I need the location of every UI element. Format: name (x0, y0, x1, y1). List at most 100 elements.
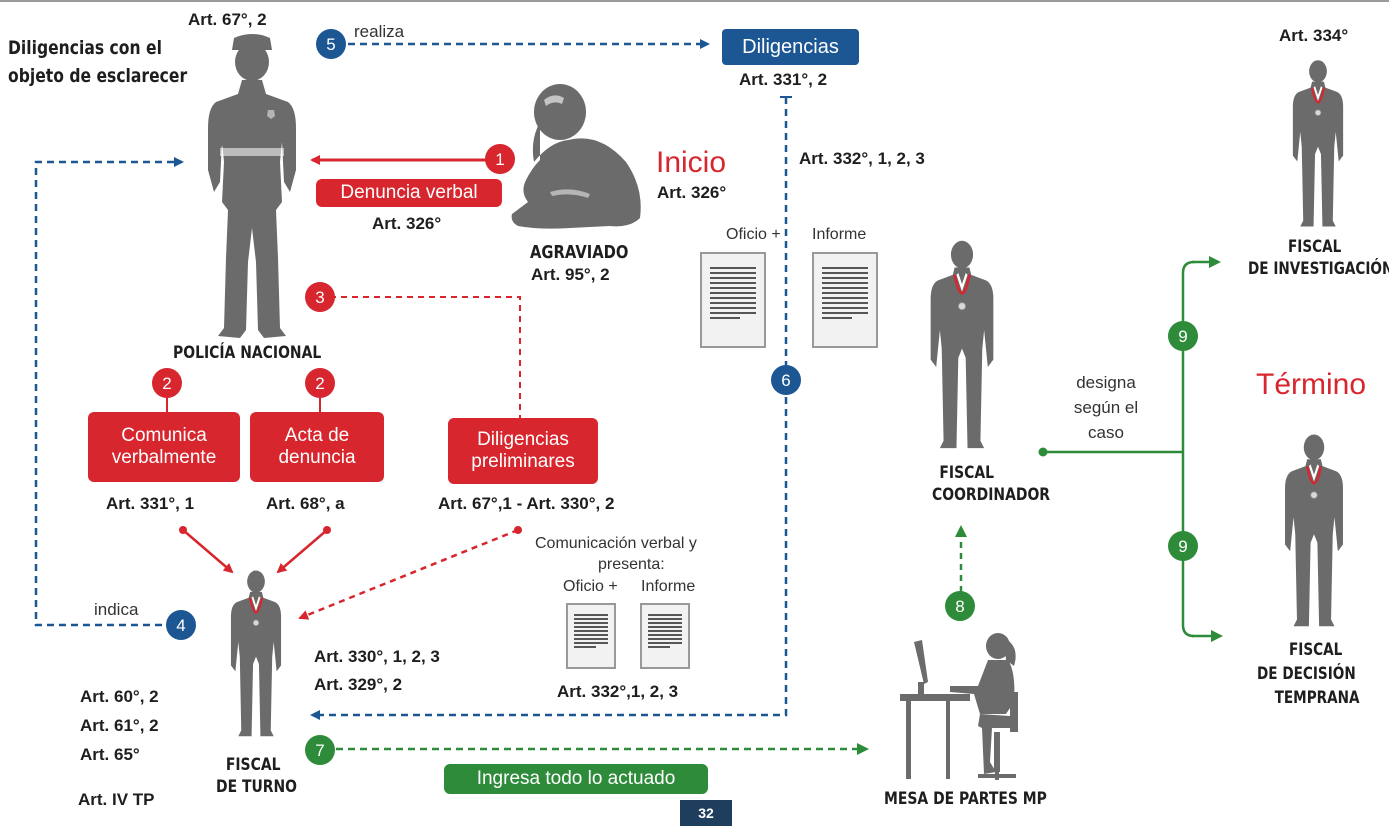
denuncia-art: Art. 326° (372, 214, 442, 233)
decision-line1: FISCAL (1289, 640, 1343, 660)
step-9-badge-b: 9 (1168, 531, 1198, 561)
agraviado-figure (511, 84, 641, 229)
step-2-badge-b: 2 (305, 368, 335, 398)
left-art-4: Art. IV TP (78, 790, 155, 809)
informe-small-document-icon (640, 603, 690, 669)
comunicacion-informe: Informe (641, 578, 696, 595)
arrow-step6 (310, 97, 788, 720)
step-3-badge: 3 (305, 282, 335, 312)
svg-text:2: 2 (315, 374, 324, 393)
art-332-top: Art. 332°, 1, 2, 3 (799, 149, 925, 168)
coordinador-label: FISCAL COORDINADOR (932, 462, 1051, 506)
agraviado-art: Art. 95°, 2 (531, 265, 610, 284)
svg-text:4: 4 (176, 616, 185, 635)
line-step9 (1181, 260, 1195, 638)
svg-text:2: 2 (162, 374, 171, 393)
investigacion-line2: DE INVESTIGACIÓN (1248, 259, 1389, 279)
oficio-document-icon (700, 252, 766, 348)
preliminares-art: Art. 67°,1 - Art. 330°, 2 (438, 494, 615, 513)
acta-art: Art. 68°, a (266, 494, 345, 513)
ingresa-box: Ingresa todo lo actuado (444, 764, 708, 794)
arrow-acta (276, 529, 328, 574)
comunica-art: Art. 331°, 1 (106, 494, 195, 513)
preliminares-line2: preliminares (471, 451, 575, 472)
svg-text:8: 8 (955, 597, 964, 616)
designa-label: designa según el caso (1056, 370, 1156, 445)
fiscal-investigacion-figure (1292, 60, 1344, 227)
police-art-top: Art. 67°, 2 (188, 10, 267, 29)
agraviado-label: AGRAVIADO (530, 242, 629, 263)
diligencias-box: Diligencias (722, 29, 859, 65)
step-6-badge: 6 (771, 365, 801, 395)
diligencias-art: Art. 331°, 2 (739, 70, 828, 89)
heading: Diligencias con el objeto de esclarecer (8, 34, 187, 90)
denuncia-verbal-box: Denuncia verbal (316, 179, 502, 207)
investigacion-line1: FISCAL (1288, 237, 1342, 257)
mesa-partes-figure (900, 633, 1018, 780)
informe-top-label: Informe (812, 226, 867, 243)
comunica-line1: Comunica (121, 425, 207, 446)
informe-document-icon (812, 252, 878, 348)
designa-line3: caso (1088, 423, 1124, 442)
coordinador-line1: FISCAL (939, 463, 995, 483)
decision-label: FISCAL DE DECISIÓN TEMPRANA (1257, 638, 1369, 710)
step-2-badge-a: 2 (152, 368, 182, 398)
step-7-badge: 7 (305, 735, 335, 765)
investigacion-art: Art. 334° (1279, 26, 1349, 45)
acta-line1: Acta de (284, 425, 350, 446)
termino-title: Término (1256, 368, 1367, 401)
oficio-top-label: Oficio + (726, 226, 781, 243)
fiscal-turno-label: FISCAL DE TURNO (216, 754, 298, 798)
svg-text:9: 9 (1178, 537, 1187, 556)
step-9-badge-a: 9 (1168, 321, 1198, 351)
coordinador-line2: COORDINADOR (932, 485, 1051, 505)
fiscal-turno-line2: DE TURNO (216, 777, 298, 797)
indica-label: indica (94, 600, 139, 619)
svg-text:3: 3 (315, 288, 324, 307)
oficio-small-document-icon (566, 603, 616, 669)
arrow-comunica (182, 529, 234, 574)
police-label: POLICÍA NACIONAL (173, 343, 322, 363)
decision-line3: TEMPRANA (1274, 688, 1360, 708)
line-step3 (330, 296, 521, 418)
svg-text:1: 1 (495, 150, 504, 169)
fiscal-turno-line1: FISCAL (225, 755, 281, 775)
fiscal-coordinador-figure (930, 240, 994, 449)
svg-text:6: 6 (781, 371, 790, 390)
step-1-badge: 1 (485, 144, 515, 174)
step-4-badge: 4 (166, 610, 196, 640)
fiscal-turno-figure (230, 570, 282, 737)
police-figure (208, 34, 296, 338)
left-art-3: Art. 65° (80, 745, 140, 764)
comunicacion-line1: Comunicación verbal y (535, 535, 697, 552)
svg-text:5: 5 (326, 35, 335, 54)
svg-text:7: 7 (315, 741, 324, 760)
page-number: 32 (680, 800, 732, 826)
fiscal-decision-figure (1285, 434, 1343, 627)
left-art-1: Art. 60°, 2 (80, 687, 159, 706)
arrow-indica (34, 157, 184, 627)
decision-line2: DE DECISIÓN (1257, 664, 1356, 684)
mesa-label: MESA DE PARTES MP (884, 789, 1047, 809)
step-8-badge: 8 (945, 591, 975, 621)
left-art-2: Art. 61°, 2 (80, 716, 159, 735)
fiscal-turno-art1: Art. 330°, 1, 2, 3 (314, 647, 440, 666)
diligencias-preliminares-box: Diligencias preliminares (448, 418, 598, 484)
heading-line2: objeto de esclarecer (8, 65, 188, 87)
heading-line1: Diligencias con el (8, 37, 162, 59)
inicio-title: Inicio (656, 146, 727, 179)
comunica-verbalmente-box: Comunica verbalmente (88, 412, 240, 482)
fiscal-turno-art2: Art. 329°, 2 (314, 675, 403, 694)
svg-text:9: 9 (1178, 327, 1187, 346)
acta-denuncia-box: Acta de denuncia (250, 412, 384, 482)
comunicacion-oficio: Oficio + (563, 578, 618, 595)
realiza-label: realiza (354, 22, 405, 41)
comunicacion-line2: presenta: (598, 556, 665, 573)
investigacion-label: FISCAL DE INVESTIGACIÓN (1248, 236, 1389, 280)
designa-line1: designa (1076, 373, 1136, 392)
designa-line2: según el (1073, 398, 1139, 417)
inicio-art: Art. 326° (657, 183, 727, 202)
acta-line2: denuncia (278, 447, 356, 468)
